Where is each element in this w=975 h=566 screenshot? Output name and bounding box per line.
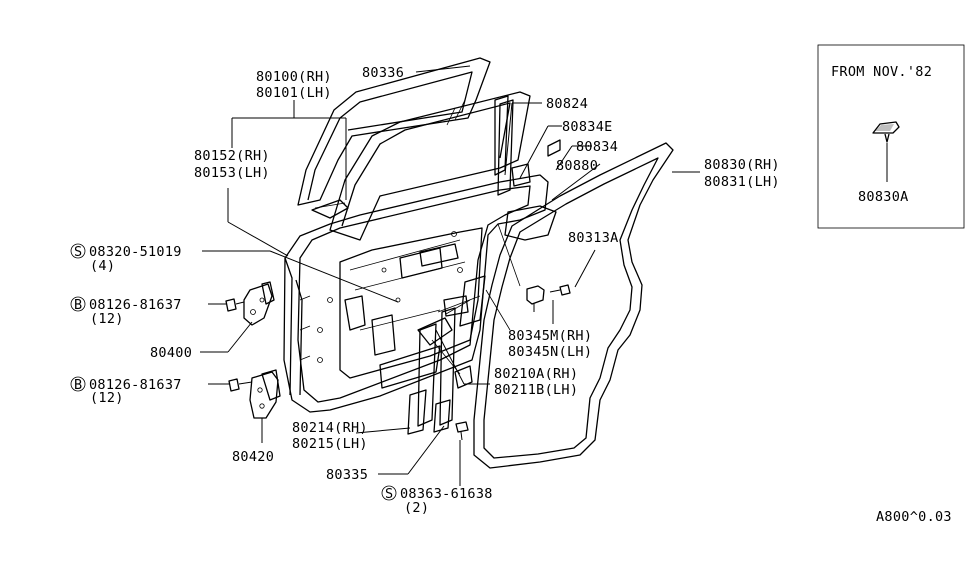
door-sash bbox=[311, 91, 531, 241]
label-80214: 80214(RH) bbox=[292, 420, 368, 436]
label-80400: 80400 bbox=[150, 345, 192, 361]
label-08363: 08363-61638 bbox=[400, 486, 493, 502]
label-80830: 80830(RH) bbox=[704, 157, 780, 173]
bolt-lower-icon bbox=[228, 378, 253, 392]
screw-08363-icon bbox=[455, 421, 469, 441]
bolt-symbol-b1: B bbox=[70, 296, 86, 313]
label-80100: 80100(RH) bbox=[256, 69, 332, 85]
label-80830a: 80830A bbox=[858, 189, 909, 205]
label-80210a: 80210A(RH) bbox=[494, 366, 578, 382]
bolt-upper-icon bbox=[225, 298, 245, 312]
label-80420: 80420 bbox=[232, 449, 274, 465]
label-80335: 80335 bbox=[326, 467, 368, 483]
label-80211b: 80211B(LH) bbox=[494, 382, 578, 398]
label-08363-qty: (2) bbox=[404, 500, 429, 516]
label-80831: 80831(LH) bbox=[704, 174, 780, 190]
inset-title: FROM NOV.'82 bbox=[831, 64, 932, 80]
hinge-80420 bbox=[249, 369, 281, 419]
weatherstrip-80830 bbox=[473, 142, 674, 469]
screw-symbol-s1: S bbox=[70, 243, 86, 260]
label-80101: 80101(LH) bbox=[256, 85, 332, 101]
label-80215: 80215(LH) bbox=[292, 436, 368, 452]
label-80880: 80880 bbox=[556, 158, 598, 174]
regulator-80210a bbox=[417, 295, 481, 389]
grommet-80345m-icon bbox=[526, 285, 545, 312]
screw-symbol-letter: S bbox=[74, 244, 82, 260]
label-80345m: 80345M(RH) bbox=[508, 328, 592, 344]
part-labels: 80336 80100(RH) 80101(LH) 80824 80834E 8… bbox=[70, 65, 952, 525]
reference-code: A800^0.03 bbox=[876, 509, 952, 525]
screw-symbol-s2: S bbox=[381, 485, 397, 502]
label-80152: 80152(RH) bbox=[194, 148, 270, 164]
inset-panel: FROM NOV.'82 80830A bbox=[817, 44, 965, 229]
label-08126-lower: 08126-81637 bbox=[89, 377, 182, 393]
bolt-symbol-b2: B bbox=[70, 376, 86, 393]
label-08126-lower-qty: (12) bbox=[90, 390, 124, 406]
sash-guide-80335 bbox=[433, 307, 456, 433]
label-08126-upper: 08126-81637 bbox=[89, 297, 182, 313]
label-08320: 08320-51019 bbox=[89, 244, 182, 260]
bolt-symbol-letter: B bbox=[74, 377, 82, 393]
glass-run-80336 bbox=[297, 57, 491, 206]
label-80153: 80153(LH) bbox=[194, 165, 270, 181]
clip-80830a-icon bbox=[872, 121, 900, 143]
leader-lines bbox=[200, 65, 700, 486]
label-08126-upper-qty: (12) bbox=[90, 311, 124, 327]
screw-symbol-letter: S bbox=[385, 486, 393, 502]
label-80313a: 80313A bbox=[568, 230, 619, 246]
label-80834e: 80834E bbox=[562, 119, 613, 135]
bolt-symbol-letter: B bbox=[74, 297, 82, 313]
door-shell bbox=[283, 174, 557, 413]
screw-80313a-icon bbox=[549, 284, 571, 296]
sash-guide-80214 bbox=[407, 323, 437, 435]
label-80345n: 80345N(LH) bbox=[508, 344, 592, 360]
label-80336: 80336 bbox=[362, 65, 404, 81]
label-80824: 80824 bbox=[546, 96, 588, 112]
hinge-80400 bbox=[243, 281, 275, 326]
label-80834: 80834 bbox=[576, 139, 618, 155]
label-08320-qty: (4) bbox=[90, 258, 115, 274]
